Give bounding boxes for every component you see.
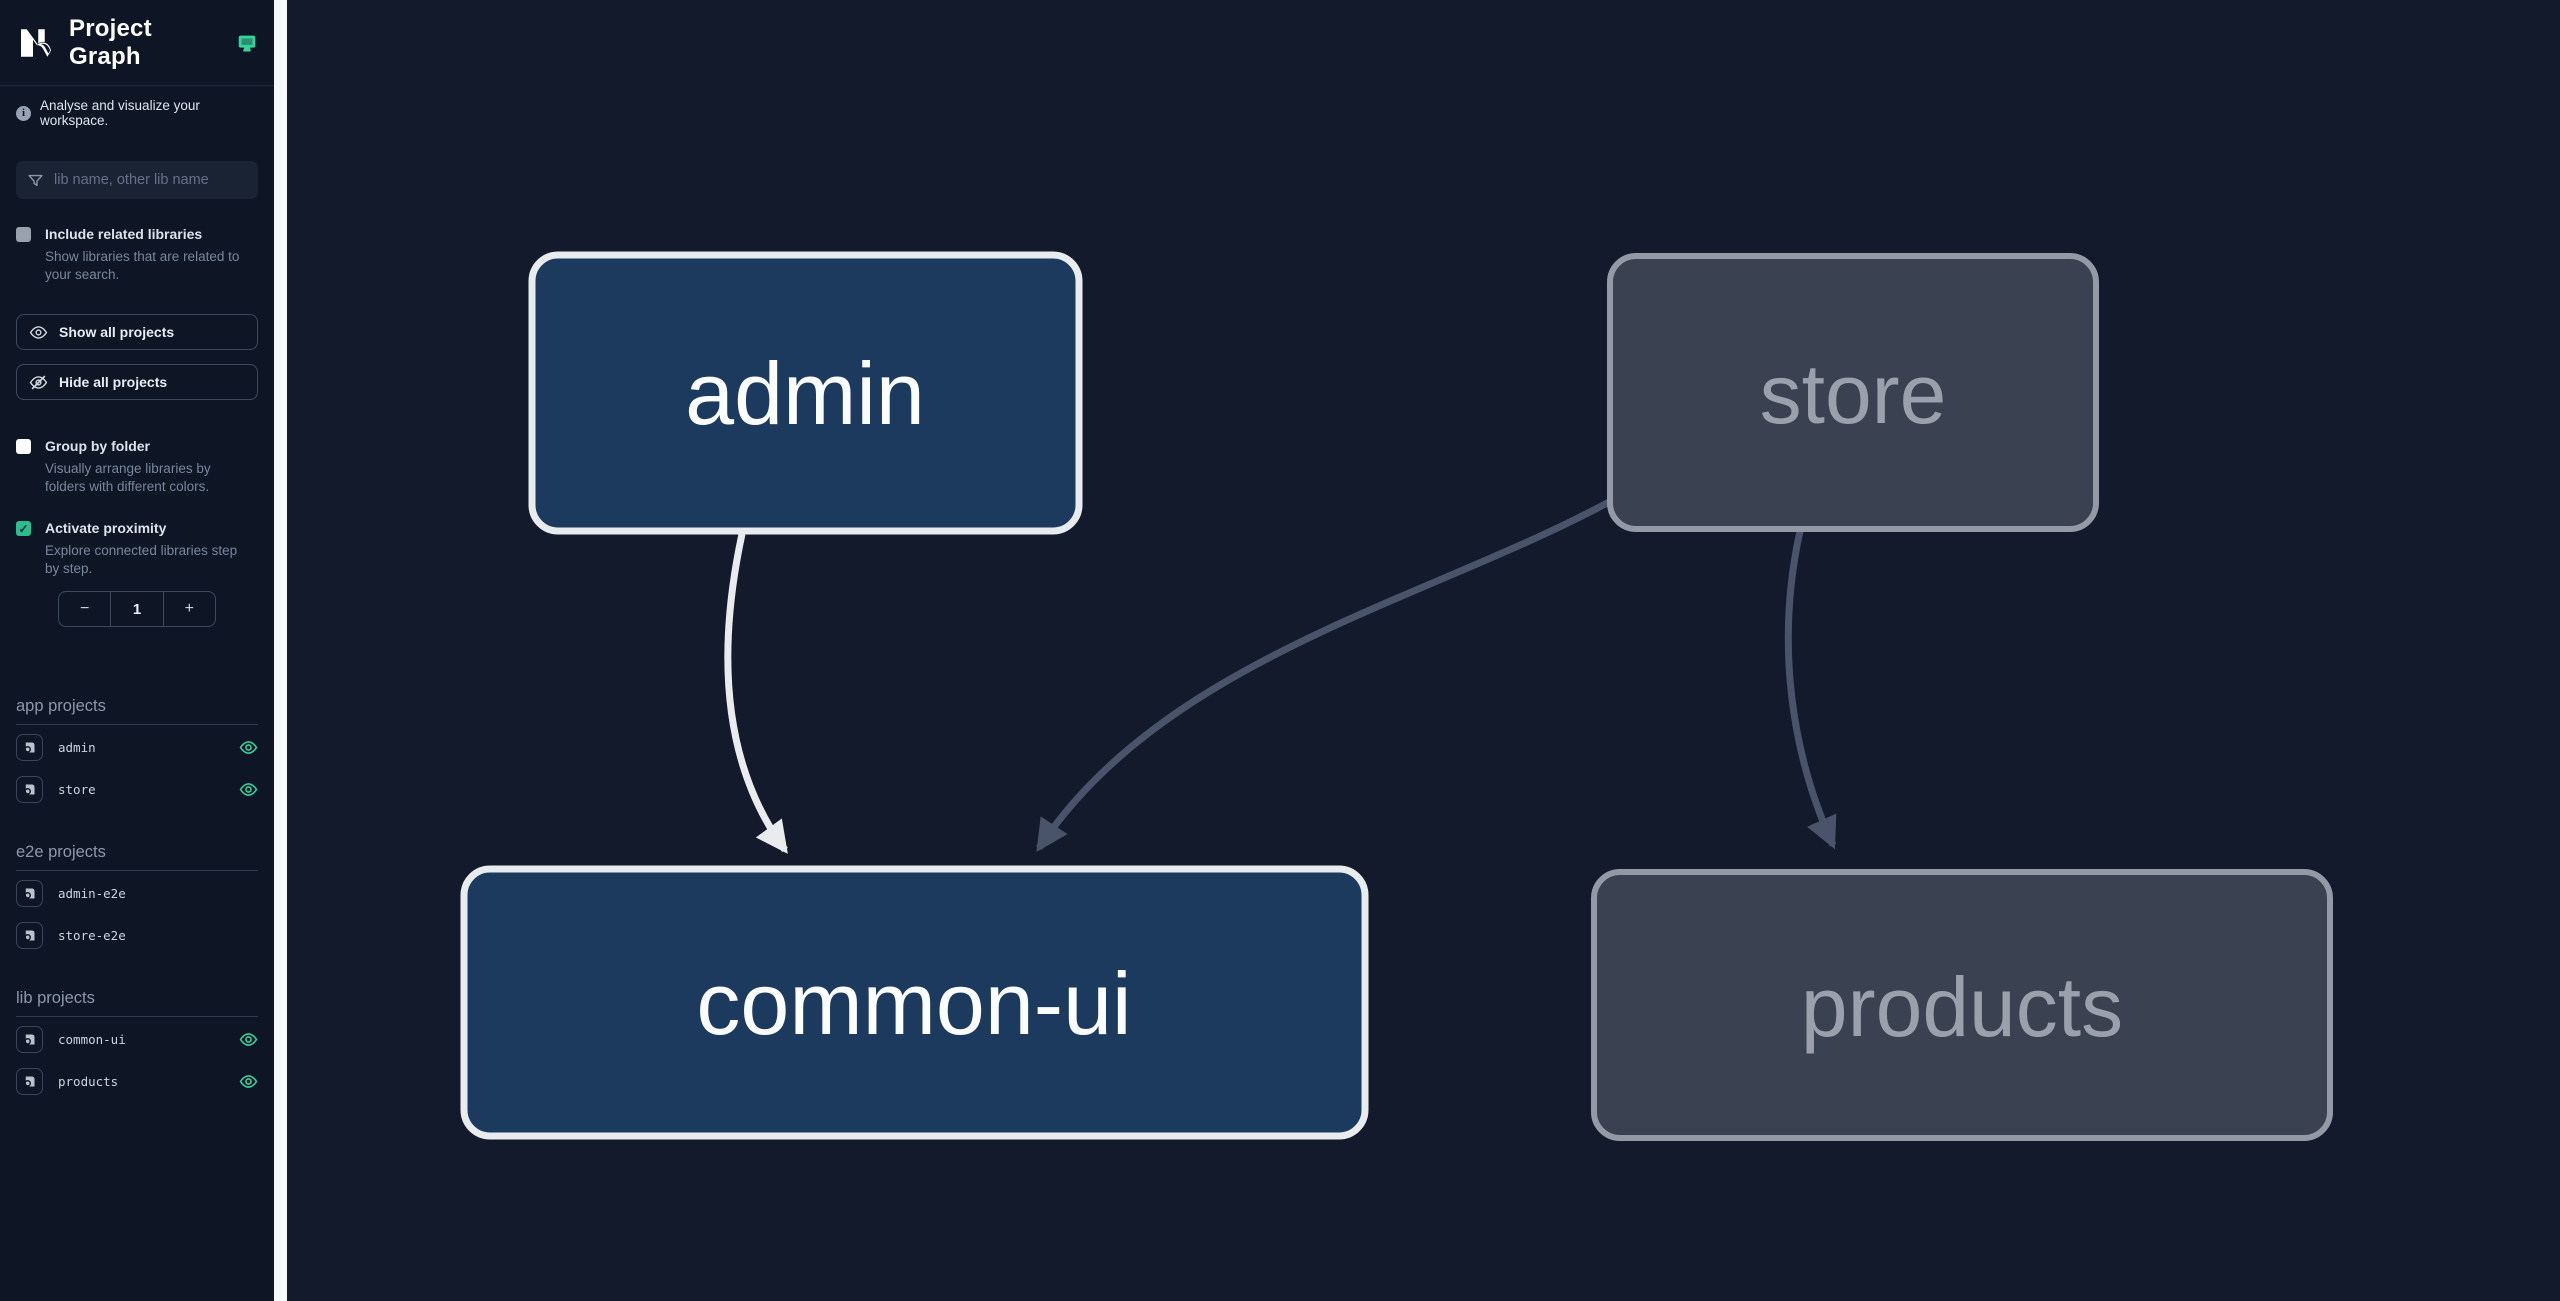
edge-store-to-common-ui[interactable] xyxy=(1036,493,1620,853)
section-heading: lib projects xyxy=(16,989,258,1017)
option-activate-proximity: ✓ Activate proximity Explore connected l… xyxy=(0,519,274,578)
project-name[interactable]: store-e2e xyxy=(58,927,126,943)
project-row-products: products xyxy=(16,1061,258,1101)
project-name[interactable]: store xyxy=(58,781,96,797)
project-name[interactable]: admin-e2e xyxy=(58,885,126,901)
node-label: products xyxy=(1801,960,2123,1054)
section-lib-projects: lib projects common-ui xyxy=(16,989,258,1101)
node-label: admin xyxy=(685,344,925,443)
graph-node-store[interactable]: store xyxy=(1607,253,2099,532)
search-box xyxy=(16,161,258,199)
sidebar: Project Graph i Analyse and visualize yo… xyxy=(0,0,274,1301)
show-all-projects-button[interactable]: Show all projects xyxy=(16,314,258,350)
node-label: common-ui xyxy=(696,954,1131,1053)
section-e2e-projects: e2e projects admin-e2e store-e2e xyxy=(16,843,258,955)
section-heading: e2e projects xyxy=(16,843,258,871)
section-heading: app projects xyxy=(16,697,258,725)
toggle-visibility-eye-icon[interactable] xyxy=(239,738,258,757)
option-description: Show libraries that are related to your … xyxy=(45,249,240,282)
workspace-info: i Analyse and visualize your workspace. xyxy=(0,98,274,128)
proximity-depth-value: 1 xyxy=(110,592,164,626)
focus-project-icon[interactable] xyxy=(16,775,43,803)
focus-project-icon[interactable] xyxy=(16,921,43,949)
edge-store-to-products[interactable] xyxy=(1784,530,1837,850)
activate-proximity-checkbox[interactable]: ✓ xyxy=(16,521,31,536)
project-row-store-e2e: store-e2e xyxy=(16,915,258,955)
toggle-visibility-eye-icon[interactable] xyxy=(239,1030,258,1049)
monitor-icon[interactable] xyxy=(236,31,258,55)
toggle-visibility-eye-icon[interactable] xyxy=(239,780,258,799)
group-by-folder-checkbox[interactable] xyxy=(16,439,31,454)
hide-all-projects-button[interactable]: Hide all projects xyxy=(16,364,258,400)
project-name[interactable]: admin xyxy=(58,739,96,755)
option-description: Explore connected libraries step by step… xyxy=(45,543,238,576)
option-include-related: Include related libraries Show libraries… xyxy=(0,225,274,284)
include-related-checkbox[interactable] xyxy=(16,227,31,242)
eye-off-icon xyxy=(29,375,48,389)
show-all-label: Show all projects xyxy=(59,324,175,340)
section-app-projects: app projects admin xyxy=(16,697,258,809)
project-graph-canvas[interactable]: admin store common-ui products xyxy=(287,0,2560,1301)
filter-icon xyxy=(28,174,43,186)
hide-all-label: Hide all projects xyxy=(59,374,168,390)
project-name[interactable]: products xyxy=(58,1073,119,1089)
focus-project-icon[interactable] xyxy=(16,879,43,907)
project-row-common-ui: common-ui xyxy=(16,1019,258,1059)
decrement-button[interactable]: − xyxy=(59,592,110,626)
project-row-admin: admin xyxy=(16,727,258,767)
option-label: Group by folder xyxy=(45,438,150,454)
project-row-admin-e2e: admin-e2e xyxy=(16,873,258,913)
increment-button[interactable]: + xyxy=(164,592,215,626)
proximity-depth-stepper: − 1 + xyxy=(58,591,216,627)
page-title: Project Graph xyxy=(69,14,152,70)
option-description: Visually arrange libraries by folders wi… xyxy=(45,461,211,494)
sidebar-header: Project Graph xyxy=(0,0,274,86)
graph-node-products[interactable]: products xyxy=(1591,869,2333,1141)
info-icon: i xyxy=(16,105,31,121)
search-input[interactable] xyxy=(54,172,247,188)
project-name[interactable]: common-ui xyxy=(58,1031,126,1047)
nx-logo-icon xyxy=(21,28,51,57)
option-label: Activate proximity xyxy=(45,520,167,536)
node-label: store xyxy=(1760,347,1947,441)
graph-node-admin[interactable]: admin xyxy=(528,251,1083,535)
focus-project-icon[interactable] xyxy=(16,1067,43,1095)
option-label: Include related libraries xyxy=(45,226,203,242)
info-text: Analyse and visualize your workspace. xyxy=(40,98,200,128)
focus-project-icon[interactable] xyxy=(16,1025,43,1053)
sidebar-resize-handle[interactable] xyxy=(274,0,287,1301)
option-group-by-folder: Group by folder Visually arrange librari… xyxy=(0,437,274,496)
graph-node-common-ui[interactable]: common-ui xyxy=(460,865,1369,1140)
project-row-store: store xyxy=(16,769,258,809)
toggle-visibility-eye-icon[interactable] xyxy=(239,1072,258,1091)
edge-admin-to-common-ui[interactable] xyxy=(724,533,788,854)
focus-project-icon[interactable] xyxy=(16,733,43,761)
eye-icon xyxy=(29,325,48,339)
